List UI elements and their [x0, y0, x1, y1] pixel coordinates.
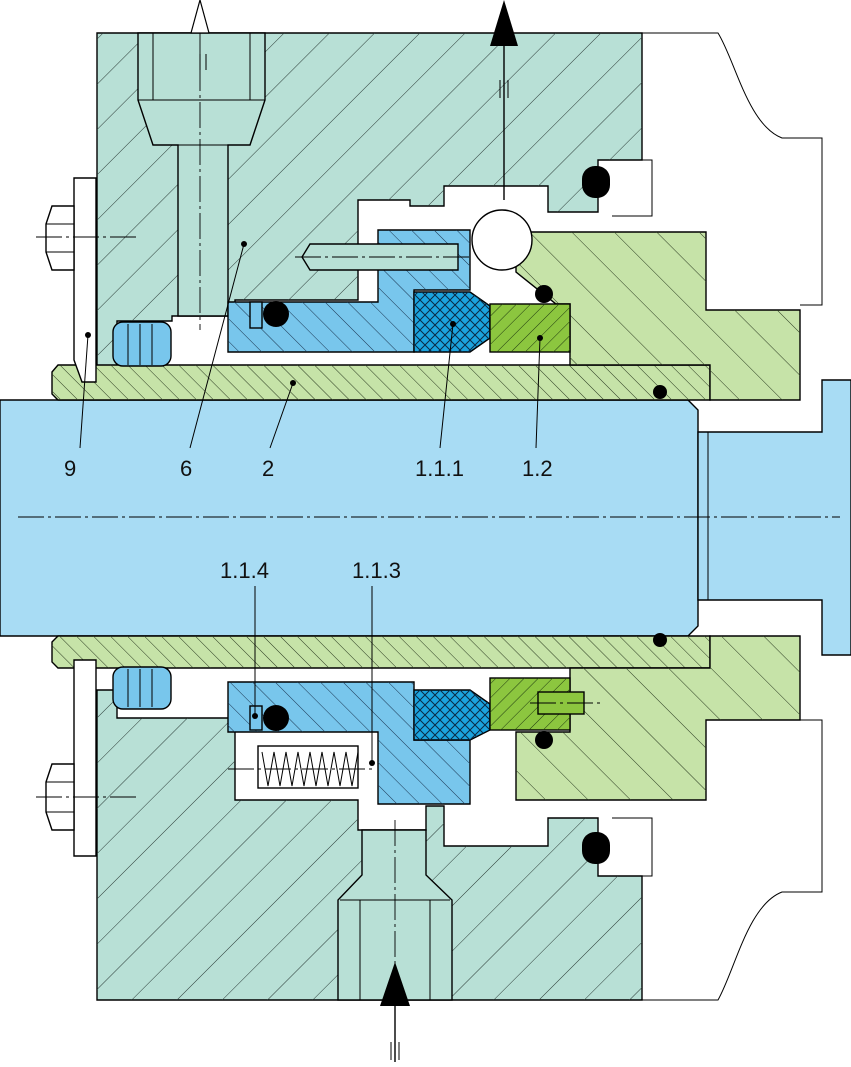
leader-lines [79, 241, 543, 766]
flow-arrow-in-filled-icon [380, 962, 410, 1062]
seal-retainer [227, 229, 471, 805]
label-9: 9 [64, 456, 76, 481]
label-6: 6 [180, 456, 192, 481]
label-1-1-1: 1.1.1 [415, 456, 464, 481]
stationary-seat [489, 303, 600, 731]
gland-plate [612, 32, 823, 1001]
oring-7 [582, 166, 610, 198]
shaft [0, 379, 851, 656]
backup-ring [112, 301, 263, 731]
label-1-1-4: 1.1.4 [220, 558, 269, 583]
oring-2 [263, 705, 289, 731]
locking-plate [73, 177, 97, 857]
o-rings [263, 166, 667, 864]
oring-3 [535, 285, 553, 303]
flow-arrow-up-hollow-icon [190, 0, 210, 34]
oring-5 [653, 385, 667, 399]
label-2: 2 [262, 456, 274, 481]
spring-icon [228, 751, 375, 787]
label-1-1-3: 1.1.3 [352, 558, 401, 583]
label-1-2: 1.2 [522, 456, 553, 481]
flow-arrow-up-filled-icon [490, 0, 518, 200]
item-labels: 9 6 2 1.1.1 1.2 1.1.4 1.1.3 [64, 456, 553, 583]
oring-4 [535, 731, 553, 749]
shaft-body [0, 399, 699, 637]
shaft-step [697, 379, 851, 656]
oring-6 [653, 633, 667, 647]
oring-1 [263, 301, 289, 327]
shaft-sleeve [51, 231, 801, 801]
oring-8 [582, 832, 610, 864]
quench-port-circle [471, 209, 533, 271]
housing-upper [96, 32, 643, 373]
hex-bolt-icon [36, 205, 136, 831]
